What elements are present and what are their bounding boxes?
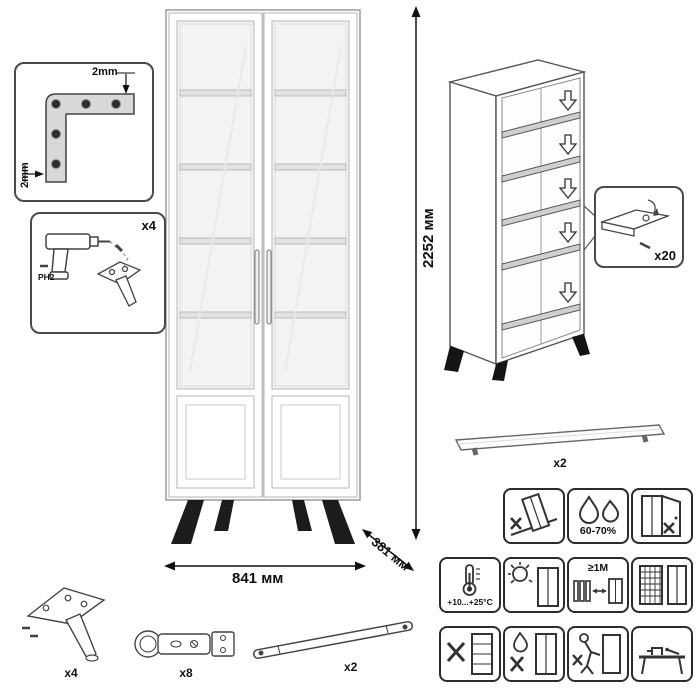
shelf-fastener-illustration [599, 199, 671, 250]
cross-wardrobe-pictogram [446, 633, 493, 675]
no-tilting-pictogram [510, 492, 558, 536]
humidity-range-label: 60-70% [579, 525, 617, 538]
heat-source-distance-icon: ≥1M [567, 557, 629, 613]
depth-dimension-label: 381 мм [368, 534, 413, 574]
drill-count-label: x4 [141, 218, 156, 233]
no-leaning-on-door-icon [631, 488, 693, 544]
handle-part: x2 [440, 414, 680, 472]
no-dragging-icon [567, 626, 629, 682]
heat-distance-label: ≥1M [587, 562, 609, 575]
no-tilting-icon [503, 488, 565, 544]
hinge-part: x8 [130, 622, 242, 682]
drill-illustration [40, 233, 142, 307]
window-proximity-icon [631, 557, 693, 613]
cabinet-exploded-illustration [444, 59, 590, 381]
radiator-distance-pictogram [573, 577, 623, 604]
drill-bit-label: PH2 [38, 272, 55, 282]
corner-bracket-illustration [24, 72, 135, 183]
shelf-fastener-detail-inset: x20 [594, 186, 684, 268]
no-wet-cleaning-icon [503, 626, 565, 682]
strap-count-label: x2 [344, 660, 358, 674]
thermometer-pictogram [462, 564, 480, 597]
hinge-illustration [134, 630, 235, 658]
avoid-direct-sunlight-icon [503, 557, 565, 613]
hinge-count-label: x8 [179, 666, 193, 680]
water-drops-pictogram [578, 495, 620, 525]
width-dimension-label: 841 мм [232, 570, 284, 587]
temperature-range-label: +10...+25°C [447, 597, 493, 608]
cabinet-front-illustration [165, 9, 361, 544]
shelf-fastener-count-label: x20 [654, 248, 676, 263]
leg-count-label: x4 [64, 666, 78, 680]
strap-part: x2 [244, 612, 426, 678]
open-door-pictogram [641, 494, 681, 537]
window-grid-pictogram [639, 565, 687, 605]
sun-wardrobe-pictogram [508, 562, 559, 607]
workbench-repair-icon [631, 626, 693, 682]
leg-illustration [22, 587, 106, 662]
drill-mounting-detail-inset: x4 PH2 [30, 212, 166, 334]
workbench-pictogram [639, 647, 685, 675]
corner-bracket-detail-inset: 2mm 2mm [14, 62, 154, 202]
handle-count-label: x2 [553, 456, 567, 470]
person-pushing-pictogram [572, 633, 621, 675]
bracket-side-dimension-label: 2mm [19, 162, 31, 188]
cross-drop-wardrobe-pictogram [509, 631, 557, 675]
strap-illustration [253, 621, 413, 659]
temperature-range-icon: +10...+25°C [439, 557, 501, 613]
leg-part: x4 [16, 582, 126, 684]
humidity-range-icon: 60-70% [567, 488, 629, 544]
no-overload-icon [439, 626, 501, 682]
handle-illustration [454, 424, 666, 456]
bracket-top-dimension-label: 2mm [92, 66, 118, 78]
